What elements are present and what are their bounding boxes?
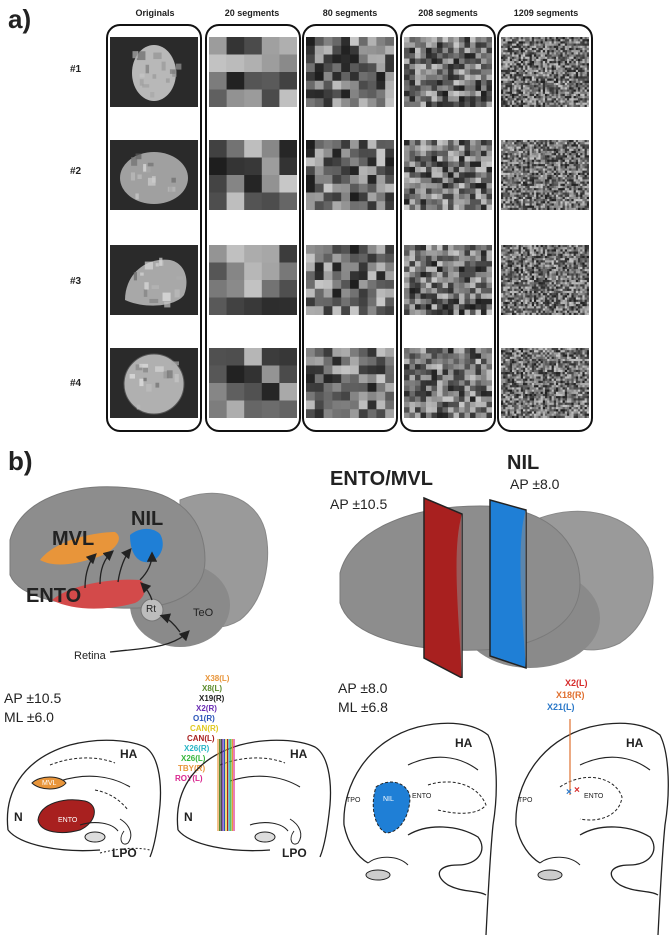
recording-label-x26r: X26(R) (184, 744, 210, 753)
section3-nil: NIL (383, 796, 394, 803)
row-label-1: #1 (70, 64, 82, 75)
image-tile-row4-col3 (306, 348, 394, 418)
section1-n: N (14, 810, 23, 824)
recording-site-marker-1: × (574, 785, 580, 796)
section4-outline: ×× (515, 719, 669, 936)
section2-outline (176, 739, 332, 858)
section3-tpo: TPO (346, 797, 361, 804)
image-tile-row4-col5 (501, 348, 589, 418)
column-frame-originals (106, 24, 202, 432)
section3-ento: ENTO (412, 793, 432, 800)
section4-tpo: TPO (518, 797, 533, 804)
image-tile-row3-col2 (209, 245, 297, 315)
teo-label: TeO (193, 607, 214, 619)
section1-mvl: MVL (42, 780, 57, 787)
image-tile-row1-col2 (209, 37, 297, 107)
section1-ento: ENTO (58, 817, 78, 824)
image-tile-row3-col4 (404, 245, 492, 315)
mvl-label-left: MVL (52, 528, 95, 550)
section2-electrode-tracks (217, 739, 235, 831)
image-tile-row2-col4 (404, 140, 492, 210)
recording-label-x2r: X2(R) (196, 704, 217, 713)
row-label-3: #3 (70, 276, 82, 287)
section4-ha: HA (626, 736, 644, 750)
image-tile-row4-col2 (209, 348, 297, 418)
image-tile-row2-col5 (501, 140, 589, 210)
nil-title: NIL (507, 452, 540, 474)
image-tile-row3-col1 (110, 245, 198, 315)
panel-b-label: b) (8, 446, 33, 476)
section1-lpo: LPO (112, 846, 137, 860)
mvl-patch-section1 (31, 776, 67, 790)
recording-label-x38l: X38(L) (205, 674, 230, 683)
section2-ha: HA (290, 747, 308, 761)
column-frame-1209 (497, 24, 593, 432)
column-frame-208 (400, 24, 496, 432)
nil-ap: AP ±8.0 (510, 476, 560, 492)
section1-ml: ML ±6.0 (4, 709, 54, 725)
ento-mvl-plane (423, 496, 463, 678)
recording-label-tbyr: TBY(R) (178, 764, 206, 773)
section3-ap: AP ±8.0 (338, 680, 388, 696)
recording-label-canr: CAN(R) (190, 724, 219, 733)
image-tile-row1-col3 (306, 37, 394, 107)
row-label-4: #4 (70, 378, 82, 389)
recording-site-marker-2: × (566, 787, 572, 798)
section4-ento: ENTO (584, 793, 604, 800)
column-header-originals: Originals (135, 8, 175, 18)
recording-label-x8l: X8(L) (202, 684, 222, 693)
recording-label-x21l: X21(L) (547, 702, 575, 712)
ento-region (52, 579, 145, 609)
rt-label: Rt (146, 604, 156, 615)
nil-plane (489, 499, 527, 670)
section3-outline (343, 722, 497, 936)
image-tile-row1-col1 (110, 37, 198, 107)
column-header-80-segments: 80 segments (322, 8, 378, 18)
row-label-2: #2 (70, 166, 82, 177)
mvl-region (40, 532, 119, 565)
section2-lpo: LPO (282, 846, 307, 860)
image-tile-row3-col5 (501, 245, 589, 315)
image-tile-row2-col2 (209, 140, 297, 210)
section3-ha: HA (455, 736, 473, 750)
image-tile-row1-col4 (404, 37, 492, 107)
column-frame-80 (302, 24, 398, 432)
nil-label-left: NIL (131, 508, 164, 530)
section1-outline (6, 739, 162, 858)
image-tile-row4-col1 (110, 348, 198, 418)
recording-label-o1r: O1(R) (193, 714, 215, 723)
image-tile-row2-col3 (306, 140, 394, 210)
ento-mvl-title: ENTO/MVL (330, 468, 433, 490)
panel-a-label: a) (8, 4, 32, 34)
recording-label-royl: ROY(L) (175, 774, 203, 783)
recording-label-x2l: X2(L) (565, 678, 588, 688)
image-tile-row1-col5 (501, 37, 589, 107)
ento-mvl-ap: AP ±10.5 (330, 496, 388, 512)
section1-ap: AP ±10.5 (4, 690, 62, 706)
section4-electrode-tracks: ×× (566, 719, 580, 798)
retina-label: Retina (74, 650, 106, 662)
image-tile-row2-col1 (110, 140, 198, 210)
recording-label-x26l: X26(L) (181, 754, 206, 763)
section2-n: N (184, 810, 193, 824)
column-header-1209-segments: 1209 segments (513, 8, 579, 18)
recording-label-x18r: X18(R) (556, 690, 585, 700)
recording-label-canl: CAN(L) (187, 734, 215, 743)
brain-schematic-right (339, 496, 654, 678)
nil-patch-section3 (372, 781, 411, 834)
brain-schematic-left (9, 486, 269, 653)
column-header-208-segments: 208 segments (418, 8, 478, 18)
column-header-20-segments: 20 segments (224, 8, 280, 18)
image-tile-row3-col3 (306, 245, 394, 315)
ento-label-left: ENTO (26, 585, 82, 607)
column-frame-20 (205, 24, 301, 432)
image-tile-row4-col4 (404, 348, 492, 418)
section3-ml: ML ±6.8 (338, 699, 388, 715)
section1-ha: HA (120, 747, 138, 761)
ento-patch-section1 (37, 799, 95, 833)
recording-label-x19r: X19(R) (199, 694, 225, 703)
